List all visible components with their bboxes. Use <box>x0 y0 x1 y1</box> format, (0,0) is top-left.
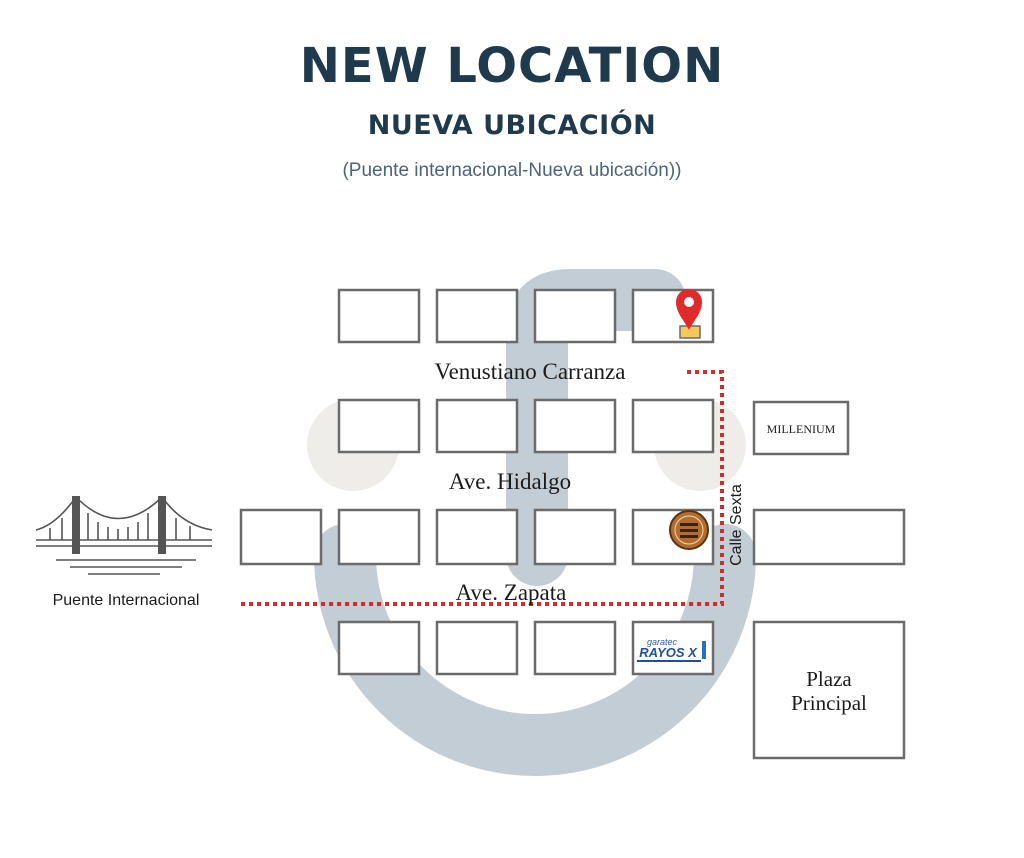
suspension-bridge-icon <box>35 496 213 575</box>
plaza-label-line1: Plaza <box>806 667 852 691</box>
rayos-x-brand: garatec <box>647 637 678 647</box>
block-row-2 <box>337 398 850 456</box>
plaza-label-line2: Principal <box>791 691 867 715</box>
street-label-hidalgo: Ave. Hidalgo <box>449 469 571 494</box>
location-pin-icon <box>676 289 702 339</box>
rayos-x-name: RAYOS X <box>639 645 698 660</box>
coffee-shop-logo-icon <box>669 510 709 550</box>
street-label-zapata: Ave. Zapata <box>456 580 567 605</box>
page-subtitle: NUEVA UBICACIÓN <box>367 110 657 141</box>
route-line <box>241 370 724 606</box>
millenium-label: MILLENIUM <box>767 422 836 436</box>
rayos-x-logo: garatec RAYOS X <box>637 637 706 662</box>
street-label-sexta: Calle Sexta <box>728 484 745 566</box>
block-row-4 <box>337 620 906 760</box>
bridge-label: Puente Internacional <box>53 592 200 609</box>
block-row-3 <box>239 508 906 566</box>
page-caption: (Puente internacional-Nueva ubicación)) <box>342 160 682 181</box>
street-label-carranza: Venustiano Carranza <box>435 359 626 384</box>
page-title: NEW LOCATION <box>299 38 725 94</box>
